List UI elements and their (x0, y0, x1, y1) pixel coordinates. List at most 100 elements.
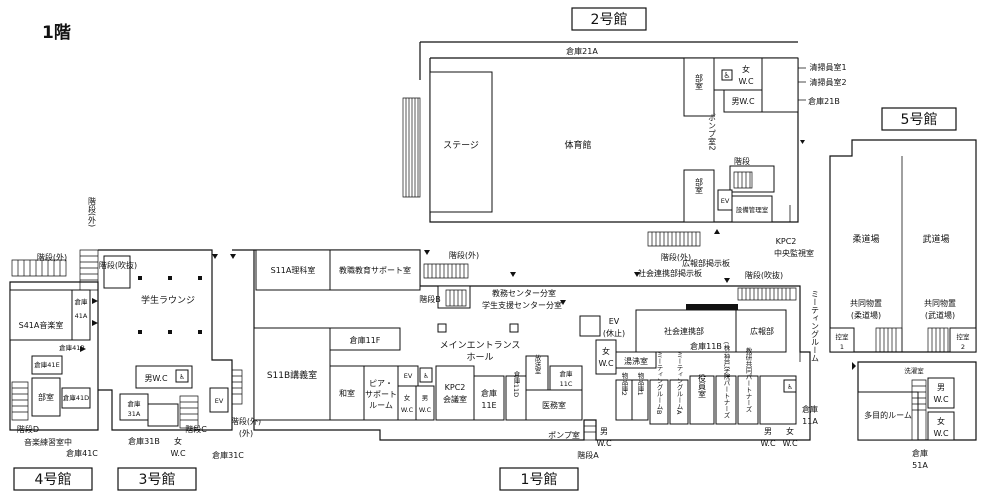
stairs-c: 階段C (185, 424, 207, 434)
svg-text:倉庫41E: 倉庫41E (34, 360, 59, 369)
svg-text:11A: 11A (802, 417, 818, 426)
svg-text:2: 2 (961, 343, 965, 351)
svg-text:W.C: W.C (170, 449, 186, 458)
svg-text:W.C: W.C (933, 429, 949, 438)
svg-text:S11A理科室: S11A理科室 (271, 265, 316, 275)
svg-text:W.C: W.C (760, 439, 776, 448)
storage-41B: 倉庫41B (59, 343, 85, 352)
svg-text:会議室: 会議室 (443, 394, 467, 404)
svg-text:倉庫: 倉庫 (128, 399, 142, 408)
kpc2-meeting-room (435, 365, 475, 421)
svg-text:11C: 11C (560, 380, 573, 388)
svg-text:ホール: ホール (466, 352, 493, 363)
shared-storage-judo: 共同物置 (850, 298, 882, 308)
storage-41C: 倉庫41C (66, 448, 98, 458)
women-wc-3: 女 (174, 436, 182, 446)
svg-text:(武道場): (武道場) (925, 310, 955, 320)
kyomu-center-annex: 教務センター分室 (492, 288, 556, 298)
budo-hall: 武道場 (922, 233, 949, 245)
svg-text:41A: 41A (75, 312, 88, 320)
svg-text:倉庫11F: 倉庫11F (350, 335, 381, 345)
svg-text:物品庫1: 物品庫1 (636, 371, 644, 396)
building-2: 倉庫21A ステージ 体育館 部室 ♿ 女 W.C 男W.C 清掃員室1 清掃員… (402, 41, 847, 258)
svg-text:♿: ♿ (179, 373, 185, 381)
kpc2-monitor: KPC2 (776, 237, 797, 246)
social-board: 社会連携部掲示板 (638, 268, 702, 278)
ev-stopped: EV (609, 317, 620, 326)
stairs-outside-3: 階段(外) (231, 416, 261, 426)
janitor-room-2: 清掃員室2 (809, 77, 846, 87)
building-3: 階段(吹抜) 学生ラウンジ 男W.C ♿ 倉庫 31A 倉庫31B 女 W.C … (98, 249, 261, 460)
svg-text:役員室: 役員室 (698, 373, 707, 398)
svg-text:教職教育サポート室: 教職教育サポート室 (339, 265, 411, 275)
meeting-room: ミーティングルーム (811, 290, 820, 362)
svg-text:女: 女 (404, 393, 411, 402)
svg-text:(株)神戸学院パートナーズ: (株)神戸学院パートナーズ (722, 342, 730, 419)
women-wc-1a (397, 385, 417, 421)
storage-31C: 倉庫31C (212, 450, 244, 460)
storage-41D (61, 387, 91, 409)
men-wc-5 (927, 377, 955, 409)
storage-supplies-1 (631, 379, 649, 421)
svg-text:控室: 控室 (957, 332, 971, 341)
public-relations-dept (735, 309, 787, 353)
meeting-room-a (669, 379, 689, 425)
svg-text:(柔道場): (柔道場) (851, 310, 881, 320)
svg-text:倉庫: 倉庫 (481, 388, 497, 398)
svg-text:W.C: W.C (596, 439, 612, 448)
svg-text:女: 女 (742, 64, 750, 74)
music-practice: 音楽練習室中 (24, 437, 72, 447)
storage-11A: 倉庫 (802, 404, 818, 414)
ev-2: EV (721, 197, 730, 205)
svg-text:51A: 51A (912, 461, 928, 470)
ev-3 (209, 387, 229, 413)
svg-text:♿: ♿ (787, 383, 793, 391)
medical-room (525, 389, 583, 421)
men-wc-1a (415, 385, 435, 421)
pump-room-2: ポンプ室2 (708, 113, 717, 150)
svg-text:S11B講義室: S11B講義室 (267, 369, 317, 381)
storage-11E (473, 375, 505, 421)
svg-text:ミーティングルームB: ミーティングルームB (655, 352, 663, 415)
svg-text:放送室: 放送室 (533, 353, 541, 374)
s11a-science-room (255, 249, 331, 291)
men-wc-1: 男 (600, 427, 608, 436)
judo-hall: 柔道場 (852, 233, 879, 245)
building-tag-2: 2号館 (571, 7, 647, 31)
storage-11C (549, 365, 583, 391)
svg-text:♿: ♿ (423, 372, 429, 380)
svg-text:W.C: W.C (419, 406, 432, 414)
svg-text:3号館: 3号館 (139, 471, 176, 488)
bu-room-top: 部室 (695, 73, 704, 90)
svg-text:1号館: 1号館 (521, 471, 558, 488)
svg-text:湯沸室: 湯沸室 (624, 356, 648, 366)
svg-text:♿: ♿ (723, 71, 730, 80)
storage-51A: 倉庫 (912, 448, 928, 458)
partners-room (715, 375, 737, 425)
storage-21A: 倉庫21A (566, 46, 598, 56)
svg-text:W.C: W.C (933, 395, 949, 404)
women-wc-5 (927, 411, 955, 441)
svg-text:(休止): (休止) (603, 328, 625, 338)
s11b-lecture-room (253, 327, 331, 421)
svg-text:倉庫41D: 倉庫41D (63, 393, 89, 402)
svg-text:男: 男 (937, 383, 945, 392)
building-tag-5: 5号館 (881, 107, 957, 131)
svg-text:31A: 31A (128, 410, 141, 418)
officers-room (689, 375, 715, 425)
women-wc-1b: 女 (786, 426, 794, 436)
partners-shared (737, 375, 759, 425)
club-room-4 (31, 377, 61, 417)
storage-11B: 倉庫11B (690, 341, 722, 351)
svg-text:中央監視室: 中央監視室 (774, 248, 814, 258)
svg-text:W.C: W.C (782, 439, 798, 448)
svg-text:KPC2: KPC2 (445, 383, 466, 392)
stairs-2: 階段 (734, 156, 750, 166)
svg-text:社会連携部: 社会連携部 (664, 326, 704, 336)
svg-text:学生支援センター分室: 学生支援センター分室 (482, 300, 562, 310)
building-tag-1: 1号館 (499, 467, 579, 491)
svg-text:倉庫: 倉庫 (75, 297, 89, 306)
svg-text:控室: 控室 (836, 332, 850, 341)
svg-text:女: 女 (937, 416, 945, 426)
